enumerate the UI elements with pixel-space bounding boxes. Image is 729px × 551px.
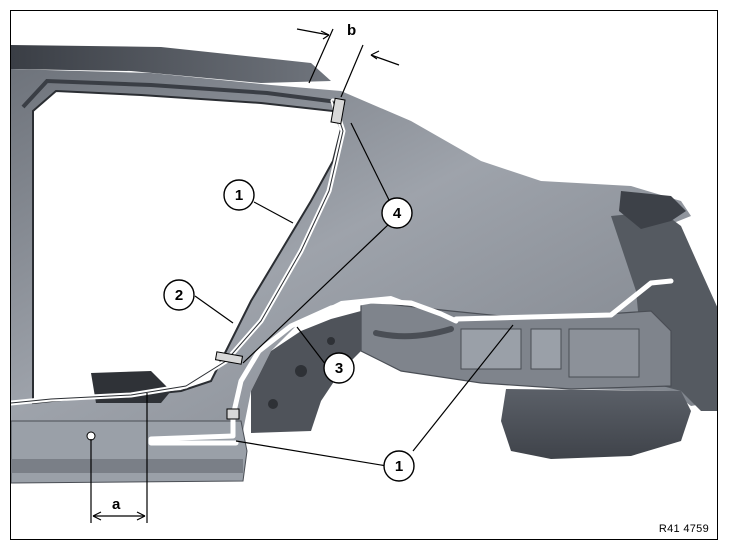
leader-3 [296, 326, 330, 370]
leader-4-a [350, 122, 391, 203]
leader-4-b [242, 222, 391, 364]
inner-panel-recess-1 [460, 328, 522, 370]
joint-marker-sill [226, 408, 240, 420]
section-cut-lines [11, 98, 674, 446]
leader-2 [194, 295, 234, 324]
callout-3: 3 [323, 352, 355, 384]
diagram-frame: b a 1 2 4 3 1 R41 4759 [10, 10, 718, 540]
callout-1-upper: 1 [223, 179, 255, 211]
tail-end-panel [611, 211, 717, 411]
svg-text:1: 1 [395, 458, 403, 475]
inner-panel-recess-3 [568, 328, 640, 378]
spare-wheel-well [501, 389, 691, 459]
svg-text:4: 4 [393, 205, 402, 222]
callout-1-lower: 1 [383, 450, 415, 482]
rocker-sill [11, 420, 248, 484]
cut-wheel-arch [230, 298, 459, 419]
dimension-b-label: b [347, 22, 356, 39]
inner-panel-recess-2 [530, 328, 562, 370]
dimension-b [296, 28, 400, 98]
leader-1-lower-b [412, 324, 514, 452]
tail-light-recess [619, 191, 686, 229]
dimension-a-label: a [112, 496, 121, 513]
joint-marker-top [330, 97, 346, 125]
cut-c-pillar-outline [11, 100, 344, 404]
svg-text:1: 1 [235, 187, 243, 204]
leader-1-upper [253, 201, 294, 224]
cut-rear [453, 278, 674, 322]
arch-hole-2 [268, 399, 278, 409]
inner-slot [373, 326, 454, 340]
leader-1-lower-a [235, 440, 388, 467]
svg-text:2: 2 [175, 287, 183, 304]
sill-hole [86, 431, 96, 441]
cut-rocker [148, 413, 239, 446]
arch-hole-3 [327, 337, 335, 345]
roof-panel [11, 45, 331, 83]
sill-lower-strip [11, 459, 243, 473]
dimension-a [90, 393, 148, 523]
arch-hole-1 [295, 365, 307, 377]
car-body-diagram: b a 1 2 4 3 1 [11, 22, 717, 523]
window-frame-edge [21, 78, 346, 109]
callout-2: 2 [163, 279, 195, 311]
callout-4: 4 [381, 197, 413, 229]
joint-marker-pillar [214, 351, 244, 365]
svg-text:3: 3 [335, 360, 343, 377]
reference-code: R41 4759 [658, 523, 709, 535]
leader-lines [194, 122, 514, 467]
